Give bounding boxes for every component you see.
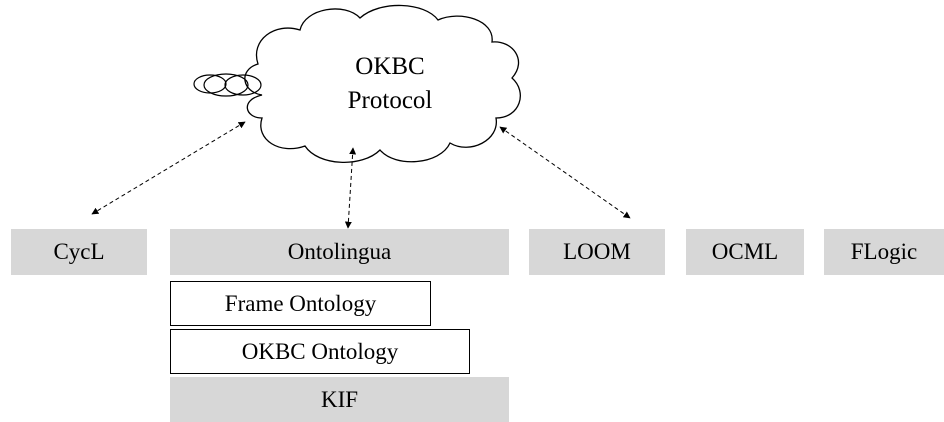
- cloud-label-line1: OKBC: [355, 53, 425, 80]
- cloud-small-oval-2: [203, 73, 249, 97]
- cycl-box: CycL: [11, 229, 147, 275]
- ontolingua-box: Ontolingua: [170, 229, 509, 275]
- okbc-ontology-box: OKBC Ontology: [170, 329, 470, 374]
- cloud-small-oval-3: [224, 74, 262, 96]
- cloud-label-line2: Protocol: [347, 87, 433, 114]
- okbc-cloud-shape: [244, 4, 521, 163]
- arrow-cycl-okbc: [91, 121, 246, 215]
- ocml-box: OCML: [686, 229, 804, 275]
- arrow-loom-okbc: [499, 126, 631, 219]
- loom-box: LOOM: [529, 229, 665, 275]
- kif-box: KIF: [170, 377, 509, 422]
- frame-ontology-box: Frame Ontology: [170, 281, 431, 326]
- flogic-box: FLogic: [824, 229, 944, 275]
- arrow-ontolingua-okbc: [344, 147, 357, 229]
